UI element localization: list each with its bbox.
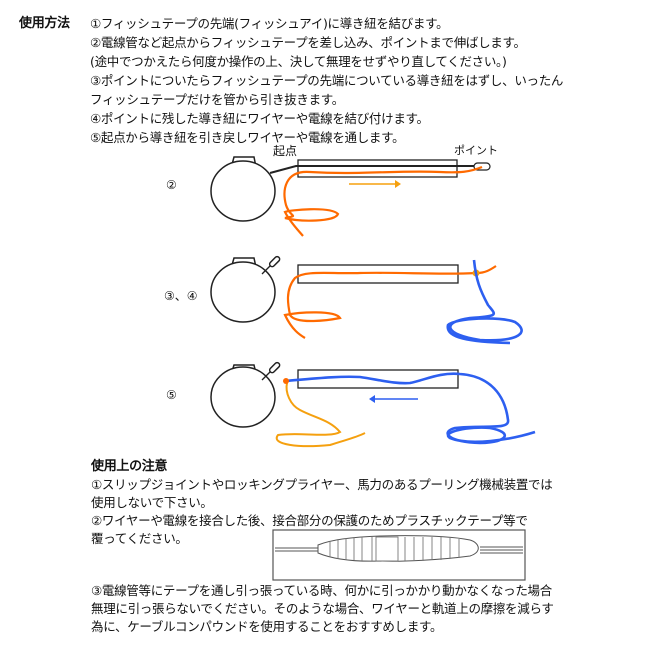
diagram-step-label-3-4: ③、④ xyxy=(164,289,198,303)
usage-step-3-cont: フィッシュテープだけを管から引き抜きます。 xyxy=(90,92,344,107)
caution-2: ②ワイヤーや電線を接合した後、接合部分の保護のためプラスチックテープ等で xyxy=(91,513,528,528)
cautions-heading: 使用上の注意 xyxy=(91,459,168,474)
caution-2-cont: 覆ってください。 xyxy=(91,531,188,546)
end-point-label: ポイント xyxy=(454,144,498,157)
caution-1-cont: 使用しないで下さい。 xyxy=(91,495,213,510)
usage-step-2-note: (途中でつかえたら何度か操作の上、決して無理をせずやり直してください。) xyxy=(90,54,507,69)
usage-step-2: ②電線管など起点からフィッシュテープを差し込み、ポイントまで伸ばします。 xyxy=(90,35,526,50)
arrow-left-icon xyxy=(369,395,418,403)
fish-tape-reel-icon xyxy=(210,361,281,428)
caution-3: ③電線管等にテープを通し引っ張っている時、何かに引っかかり動かなくなった場合 xyxy=(91,583,552,598)
caution-3-cont-2: 為に、ケーブルコンパウンドを使用することをおすすめします。 xyxy=(91,619,443,634)
fish-tape-reel-icon xyxy=(210,156,276,222)
usage-step-3: ③ポイントについたらフィッシュテープの先端についている導き紐をはずし、いったん xyxy=(90,73,564,88)
usage-step-5: ⑤起点から導き紐を引き戻しワイヤーや電線を通します。 xyxy=(90,130,405,145)
usage-step-4: ④ポイントに残した導き紐にワイヤーや電線を結び付けます。 xyxy=(90,111,429,126)
caution-3-cont: 無理に引っ張らないでください。そのような場合、ワイヤーと軌道上の摩擦を減らす xyxy=(91,601,554,616)
usage-heading: 使用方法 xyxy=(19,16,70,31)
arrow-right-icon xyxy=(349,180,401,188)
caution-1: ①スリップジョイントやロッキングプライヤー、馬力のあるプーリング機械装置では xyxy=(91,477,553,492)
diagram-step-label-2: ② xyxy=(166,178,177,192)
fish-tape-reel-icon xyxy=(210,255,281,323)
diagram-step-label-5: ⑤ xyxy=(166,388,177,402)
usage-step-1: ①フィッシュテープの先端(フィッシュアイ)に導き紐を結びます。 xyxy=(90,16,449,31)
start-point-label: 起点 xyxy=(273,144,298,158)
